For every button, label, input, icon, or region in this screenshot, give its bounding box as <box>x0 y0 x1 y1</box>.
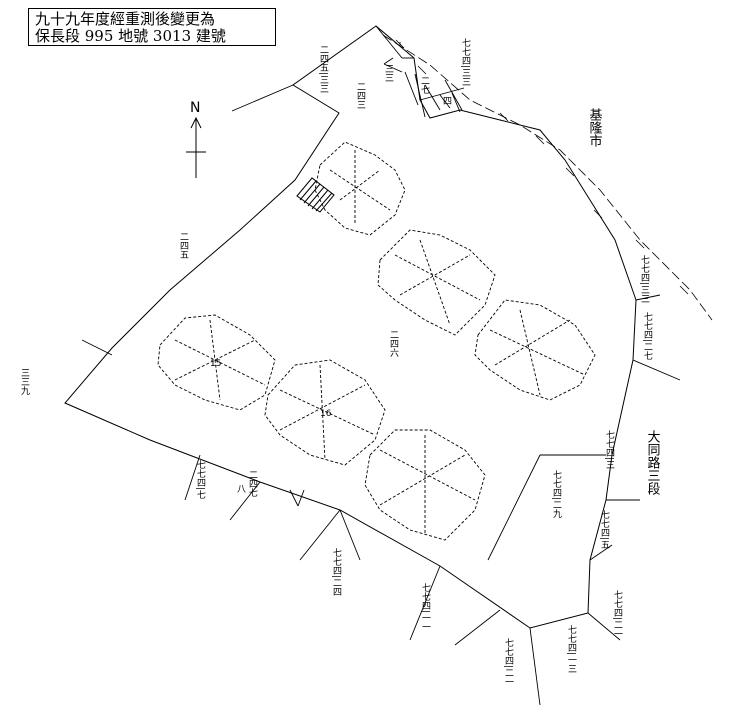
building-3 <box>474 299 596 401</box>
label-parcel-339: 三三九 <box>19 368 30 396</box>
label-keelung-city: 基隆市 <box>587 108 603 147</box>
label-parcel-774-33-right: 七七四|三三 <box>639 255 650 303</box>
label-parcel-774-27: 七七四|二七 <box>642 312 653 360</box>
label-parcel-top-a: 三三 <box>383 64 394 82</box>
label-parcel-245: 二四五 <box>178 232 189 259</box>
north-label: N <box>190 100 200 116</box>
hatched-parcel <box>296 177 335 213</box>
label-parcel-774-11: 七七四|一一 <box>420 583 431 631</box>
label-parcel-top-b: 二七 <box>419 76 430 94</box>
label-parcel-774-21-br: 七七四|二一 <box>612 590 623 638</box>
label-parcel-top-c: 四 <box>441 96 452 105</box>
title-line-2: 保長段 995 地號 3013 建號 <box>35 27 226 45</box>
building-15: 15 <box>157 314 276 411</box>
label-parcel-774-33-top: 七七四|三三 <box>460 38 471 86</box>
label-parcel-774-21: 七七四|二一 <box>503 638 514 686</box>
building-15-label: 15 <box>210 359 221 369</box>
north-arrow-icon: N <box>186 100 206 178</box>
city-boundary-line <box>382 34 713 321</box>
building-16-label: 16 <box>320 409 332 419</box>
label-parcel-774-24: 七七四|二四 <box>331 548 342 596</box>
parcel-246-boundary <box>64 25 637 629</box>
label-datong-road-sec3: 大同路三段 <box>645 430 661 495</box>
label-parcel-774-3: 七七四|三 <box>604 430 615 469</box>
building-2 <box>377 229 496 336</box>
internal-boundaries <box>81 25 681 706</box>
label-parcel-774-13: 七七四|一三 <box>566 625 577 673</box>
title-line-1: 九十九年度經重測後變更為 <box>35 10 216 28</box>
label-parcel-774-5: 七七四|五 <box>599 510 610 549</box>
map-title-box: 九十九年度經重測後變更為 保長段 995 地號 3013 建號 <box>28 8 276 46</box>
label-parcel-243: 二四三 <box>355 82 366 109</box>
building-16: 16 <box>264 359 386 466</box>
building-4 <box>364 429 486 541</box>
label-parcel-247: 二四七 <box>247 470 258 497</box>
label-parcel-774-7: 七七四|七 <box>195 460 206 499</box>
label-parcel-774-29: 七七四|二九 <box>551 470 562 519</box>
building-1 <box>314 141 406 236</box>
label-parcel-8: 八 <box>235 484 246 493</box>
label-parcel-245-33: 二四五|三三 <box>318 45 329 93</box>
label-parcel-246: 二四六 <box>388 330 399 358</box>
